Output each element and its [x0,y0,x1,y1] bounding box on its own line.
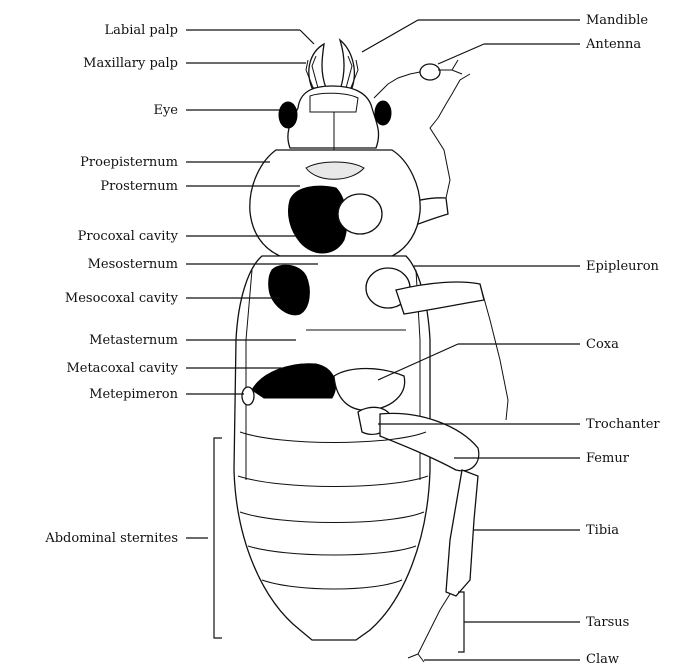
label-labial-palp: Labial palp [105,23,178,38]
label-metasternum: Metasternum [89,333,178,348]
hind-claw [408,654,424,662]
labels-right: Mandible Antenna Epipleuron Coxa Trochan… [585,13,660,665]
left-mandible [309,44,326,88]
antenna-club [420,64,440,80]
body-outline [234,256,430,640]
label-antenna: Antenna [585,37,641,52]
right-eye [375,101,391,125]
label-mesocoxal-cavity: Mesocoxal cavity [65,291,179,306]
label-metacoxal-cavity: Metacoxal cavity [66,361,178,376]
left-eye [279,102,297,128]
label-prosternum: Prosternum [100,179,178,194]
label-procoxal-cavity: Procoxal cavity [78,229,179,244]
label-abdominal-sternites: Abdominal sternites [44,531,178,546]
antenna-shape [374,72,420,98]
label-tibia: Tibia [586,523,619,538]
label-metepimeron: Metepimeron [89,387,178,402]
hind-tibia [446,470,478,596]
label-mandible: Mandible [586,13,648,28]
labels-left: Labial palp Maxillary palp Eye Proepiste… [44,23,178,546]
middle-leg [396,282,484,314]
label-proepisternum: Proepisternum [80,155,178,170]
right-procoxa [338,194,382,234]
beetle-illustration [234,40,508,662]
label-epipleuron: Epipleuron [586,259,660,274]
hind-tarsus [418,594,450,654]
middle-tibia [480,284,508,420]
label-maxillary-palp: Maxillary palp [83,56,178,71]
label-coxa: Coxa [586,337,619,352]
front-tarsus [438,74,470,118]
front-tibia [430,118,450,198]
label-trochanter: Trochanter [586,417,660,432]
head [288,86,379,148]
label-mesosternum: Mesosternum [88,257,178,272]
label-claw: Claw [586,652,619,665]
label-femur: Femur [586,451,630,466]
metepimeron-shape [242,387,254,405]
label-eye: Eye [153,103,178,118]
label-tarsus: Tarsus [586,615,629,630]
